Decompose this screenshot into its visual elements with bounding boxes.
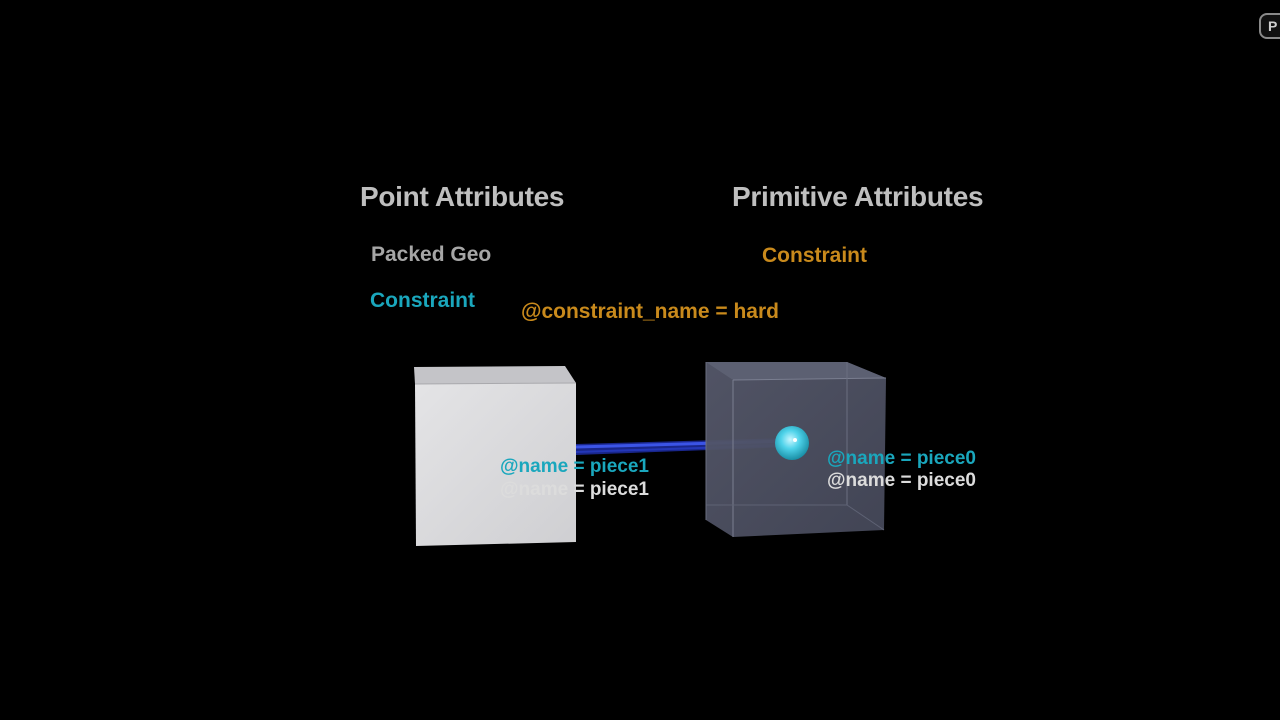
left-cube-front-face xyxy=(415,383,576,546)
primitive-attributes-heading: Primitive Attributes xyxy=(732,181,984,212)
packed-geo-cube-left xyxy=(414,366,577,546)
right-name-label-white: @name = piece0 xyxy=(827,470,976,491)
constraint-anchor-sphere xyxy=(775,426,809,460)
corner-button[interactable]: P xyxy=(1259,13,1280,39)
point-constraint-label: Constraint xyxy=(370,289,475,312)
packed-geo-label: Packed Geo xyxy=(371,243,492,266)
left-cube-top-face xyxy=(414,366,576,384)
right-name-label-cyan: @name = piece0 xyxy=(827,448,976,469)
primitive-constraint-label: Constraint xyxy=(762,244,867,267)
left-name-label-white: @name = piece1 xyxy=(500,479,649,500)
point-attributes-heading: Point Attributes xyxy=(360,181,565,212)
left-name-label-cyan: @name = piece1 xyxy=(500,456,649,477)
corner-button-label: P xyxy=(1268,18,1278,34)
constraint-name-expression: @constraint_name = hard xyxy=(521,300,779,323)
